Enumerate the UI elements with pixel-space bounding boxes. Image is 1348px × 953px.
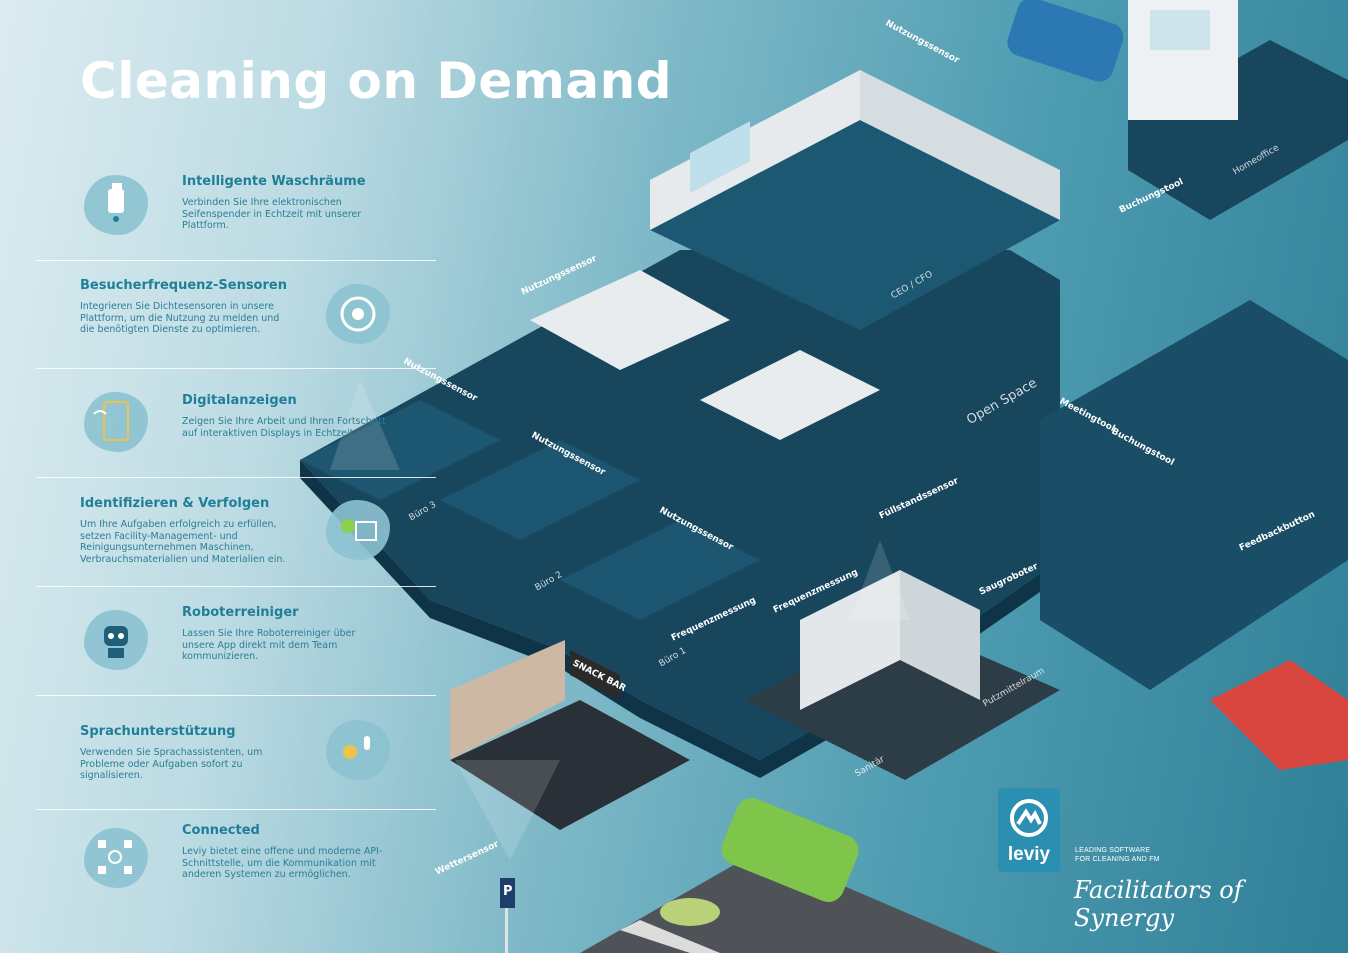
divider <box>36 695 436 696</box>
storage-wall <box>900 570 980 700</box>
brand-tagline: LEADING SOFTWARE FOR CLEANING AND FM <box>1075 846 1160 864</box>
office-1-floor <box>560 520 760 620</box>
feature-intelligent-washrooms: Intelligente Waschräume Verbinden Sie Ih… <box>182 174 382 232</box>
feature-text: Leviy bietet eine offene und moderne API… <box>182 846 383 880</box>
sanitary-wall <box>800 570 900 710</box>
soap-dispenser-icon <box>84 175 148 235</box>
parking-line-1 <box>620 920 720 953</box>
feature-voice-support: Sprachunterstützung Verwenden Sie Sprach… <box>80 724 295 782</box>
sensor-icon <box>326 284 390 344</box>
label-parking: P <box>503 884 513 899</box>
divider <box>36 368 436 369</box>
feature-text: Zeigen Sie Ihre Arbeit und Ihren Fortsch… <box>182 416 386 439</box>
robot-icon <box>84 610 148 670</box>
ceo-office-wall-left <box>650 70 860 230</box>
leviy-mark-icon <box>1010 799 1048 837</box>
blue-car <box>1007 0 1124 82</box>
red-stairs <box>1210 660 1348 770</box>
parking-sign <box>500 878 515 908</box>
feature-robot-cleaners: Roboterreiniger Lassen Sie Ihre Roboterr… <box>182 605 382 663</box>
network-icon <box>84 828 148 888</box>
feature-heading: Digitalanzeigen <box>182 393 297 408</box>
tablet-icon <box>84 392 148 452</box>
leviy-logo: leviy <box>998 788 1060 872</box>
ceo-office-wall-back <box>860 70 1060 220</box>
brand-tagline-line1: LEADING SOFTWARE <box>1075 847 1151 854</box>
green-scooter <box>660 898 720 926</box>
page-title: Cleaning on Demand <box>80 52 673 110</box>
office-2-floor <box>440 440 640 540</box>
feature-visitor-sensors: Besucherfrequenz-Sensoren Integrieren Si… <box>80 278 295 336</box>
brand-signature: Facilitators of Synergy <box>1074 876 1243 932</box>
feature-digital-displays: Digitalanzeigen Zeigen Sie Ihre Arbeit u… <box>182 393 397 439</box>
snackbar-floor <box>450 700 690 830</box>
brand-name: leviy <box>1007 844 1051 865</box>
feature-heading: Connected <box>182 823 260 838</box>
brand-tagline-line2: FOR CLEANING AND FM <box>1075 856 1160 863</box>
location-tracking-icon <box>326 500 390 560</box>
feature-heading: Besucherfrequenz-Sensoren <box>80 278 287 293</box>
voice-assistant-icon <box>326 720 390 780</box>
feature-text: Verbinden Sie Ihre elektronischen Seifen… <box>182 197 362 231</box>
divider <box>36 260 436 261</box>
desk-row-2 <box>700 350 880 440</box>
green-car <box>721 798 859 902</box>
sensor-beam <box>330 380 400 470</box>
divider <box>36 586 436 587</box>
ceo-office-window <box>690 121 750 194</box>
sensor-beam <box>455 760 560 860</box>
parking-sign-pole <box>505 890 508 953</box>
office-3-floor <box>300 400 500 500</box>
divider <box>36 809 436 810</box>
feature-text: Lassen Sie Ihre Roboterreiniger über uns… <box>182 628 356 662</box>
snackbar-wall <box>450 640 565 760</box>
meeting-floor <box>1040 300 1348 690</box>
divider <box>36 477 436 478</box>
homeoffice-floor <box>1128 40 1348 220</box>
feature-heading: Sprachunterstützung <box>80 724 236 739</box>
sensor-beam <box>850 540 910 620</box>
feature-heading: Identifizieren & Verfolgen <box>80 496 270 511</box>
parking-lot <box>580 850 1000 953</box>
feature-identify-track: Identifizieren & Verfolgen Um Ihre Aufga… <box>80 496 295 565</box>
feature-text: Verwenden Sie Sprachassistenten, um Prob… <box>80 747 263 781</box>
desk-row <box>530 270 730 370</box>
feature-text: Integrieren Sie Dichtesensoren in unsere… <box>80 301 280 335</box>
snackbar-sign <box>570 650 620 700</box>
feature-heading: Intelligente Waschräume <box>182 174 366 189</box>
homeoffice-window <box>1150 10 1210 50</box>
feature-text: Um Ihre Aufgaben erfolgreich zu erfüllen… <box>80 519 286 565</box>
feature-heading: Roboterreiniger <box>182 605 299 620</box>
feature-connected: Connected Leviy bietet eine offene und m… <box>182 823 387 881</box>
ceo-office-floor <box>650 120 1060 330</box>
